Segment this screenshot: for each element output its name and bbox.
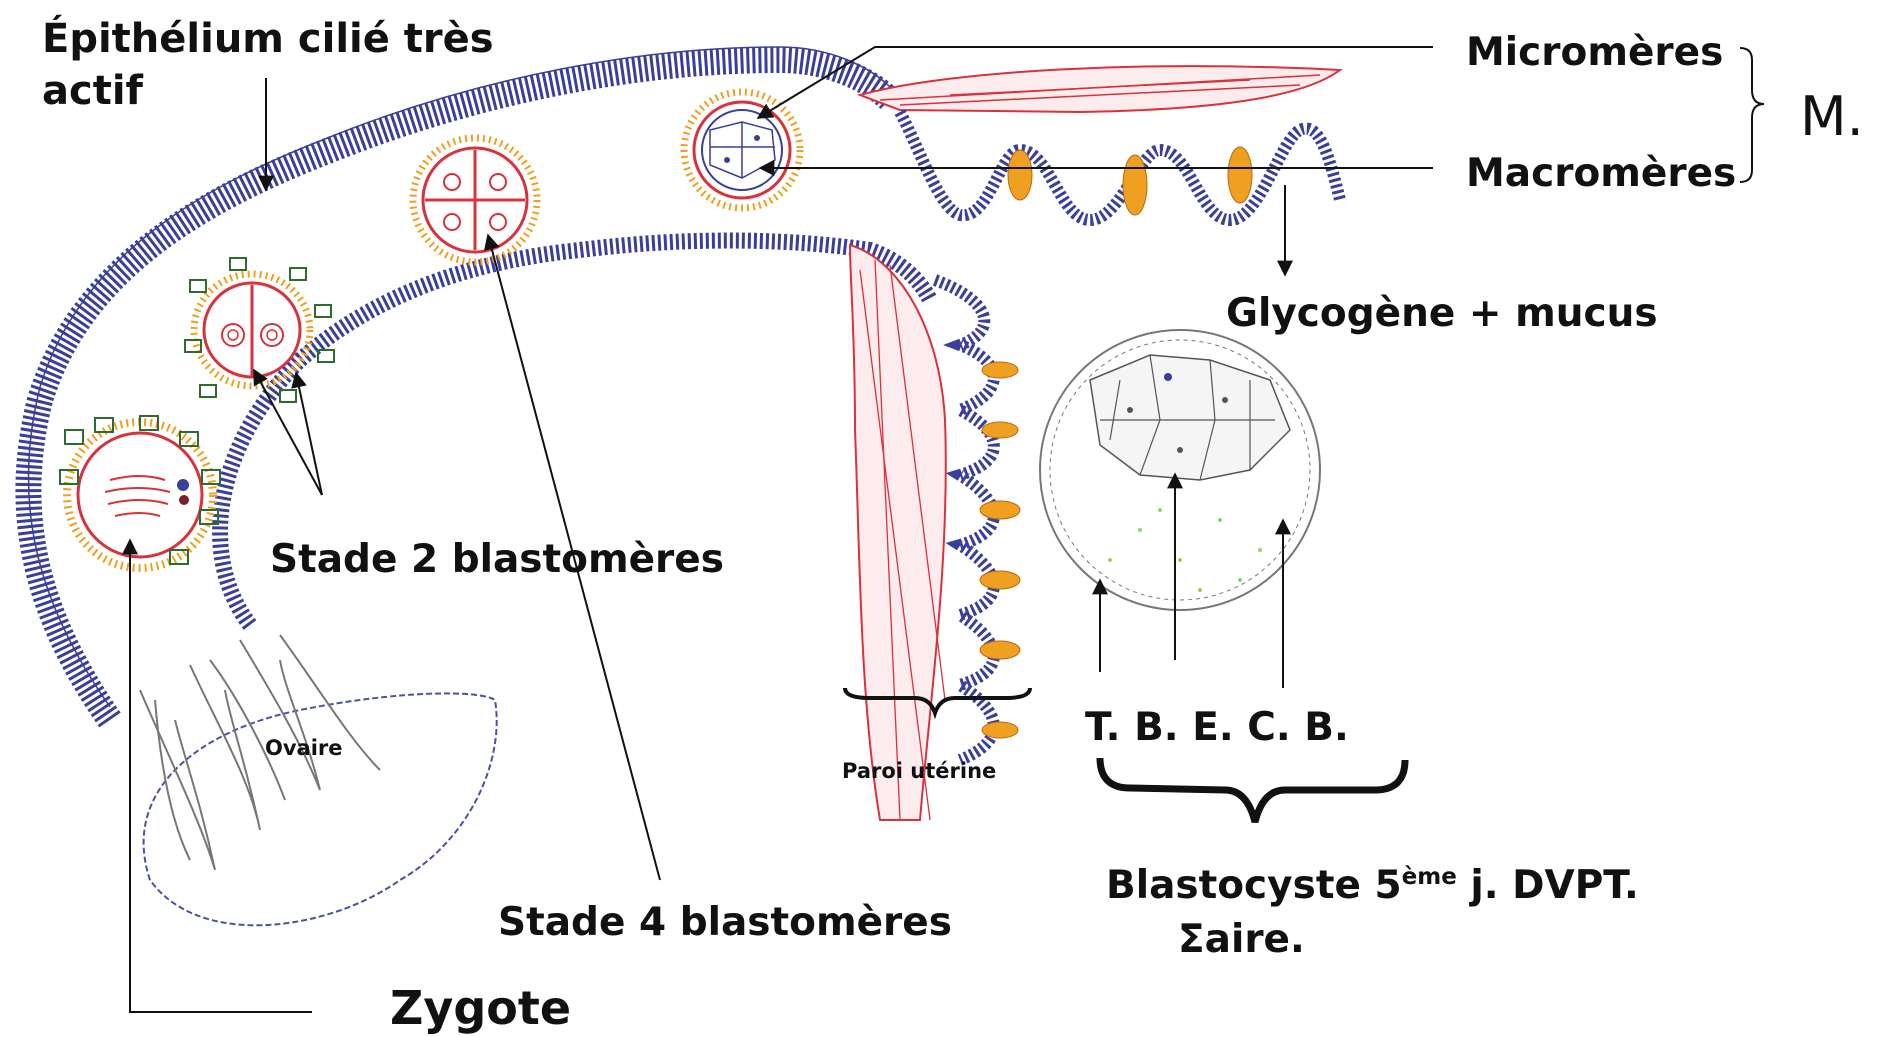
label-blastocyste-rest: j. DVPT. <box>1457 863 1639 908</box>
label-micromeres: Micromères <box>1466 30 1723 75</box>
label-blastocyste-main: Blastocyste 5 <box>1106 863 1402 908</box>
label-sigma-aire: Σaire. <box>1178 917 1305 962</box>
blastocyst <box>1040 330 1320 610</box>
uterine-wall-upper <box>860 66 1340 220</box>
label-paroi: Paroi utérine <box>842 759 996 783</box>
brace-blastocyst <box>1100 758 1405 822</box>
label-glycogene: Glycogène + mucus <box>1226 291 1658 336</box>
label-epithelium-line2: actif <box>42 68 144 114</box>
label-blastocyste: Blastocyste 5ème j. DVPT. <box>1106 863 1639 908</box>
label-stade2: Stade 2 blastomères <box>270 537 724 582</box>
label-ovaire: Ovaire <box>265 736 343 760</box>
label-tbecb: T. B. E. C. B. <box>1085 705 1349 750</box>
ovary-outline <box>144 693 497 925</box>
brace-m <box>1740 48 1764 182</box>
morula <box>684 92 800 208</box>
label-zygote: Zygote <box>390 981 571 1035</box>
arrow-stade2-b <box>296 373 322 495</box>
uterine-wall-vertical <box>850 245 1020 820</box>
label-stade4: Stade 4 blastomères <box>498 900 952 945</box>
ovary <box>144 693 497 925</box>
zygote <box>60 416 220 568</box>
label-epithelium-line1: Épithélium cilié très <box>42 14 494 62</box>
label-m: M. <box>1800 85 1864 148</box>
label-blastocyste-sup: ème <box>1402 864 1457 890</box>
arrow-stade2-a <box>254 370 322 495</box>
four-cell-stage <box>413 138 537 262</box>
label-macromeres: Macromères <box>1466 151 1736 196</box>
